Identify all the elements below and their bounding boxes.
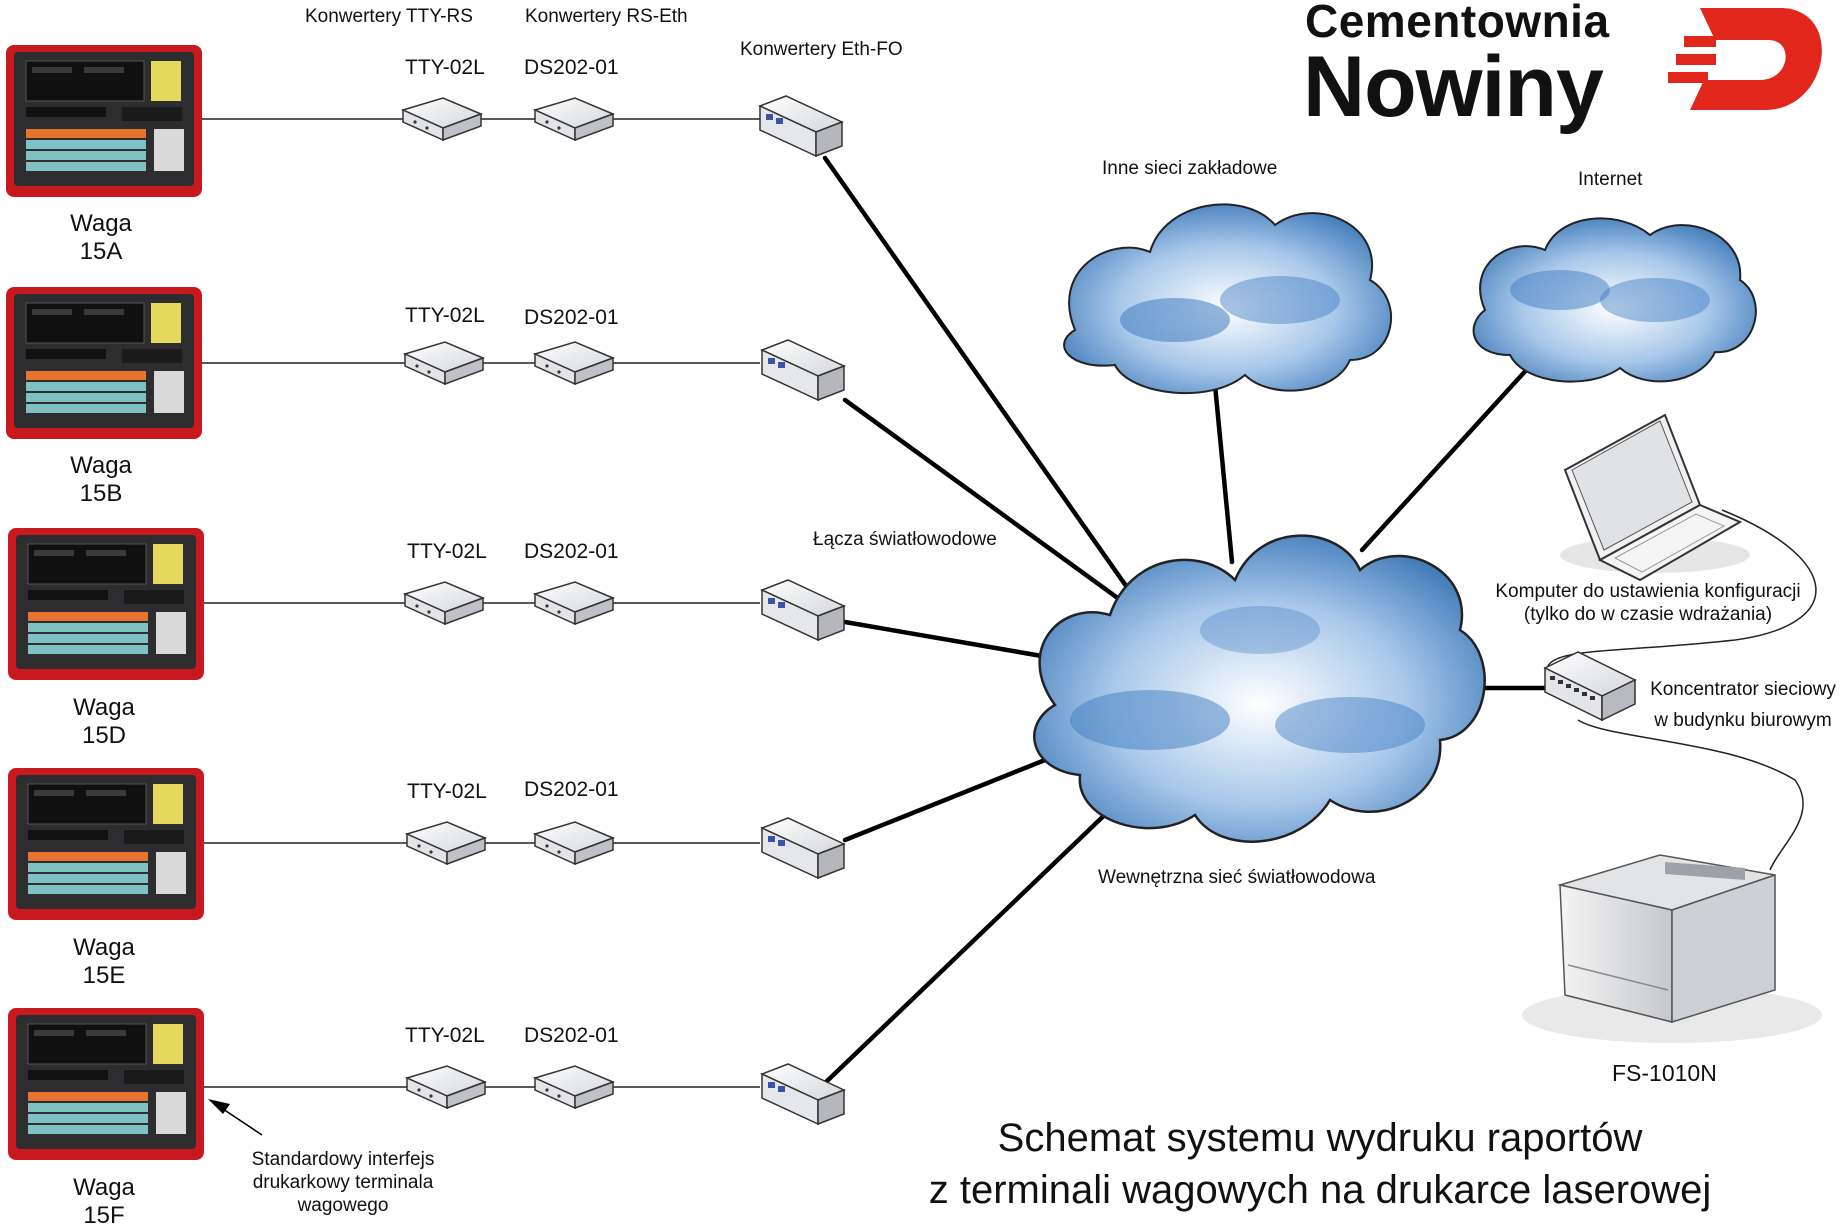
cloud-internet (1472, 217, 1757, 383)
printer-label: FS-1010N (1612, 1060, 1717, 1086)
tty-label-15d: TTY-02L (407, 540, 487, 563)
ds-label-15d: DS202-01 (524, 540, 619, 563)
brand-line-2: Nowiny (1303, 39, 1604, 135)
laser-printer (1522, 854, 1822, 1043)
brand-line-1: Cementownia (1305, 0, 1610, 47)
eth-fo-converter-15d (761, 579, 845, 641)
weighing-terminal-15b (5, 286, 203, 440)
diagram-title: Schemat systemu wydruku raportów z termi… (928, 1116, 1712, 1212)
tty-converter-15d (404, 581, 484, 625)
fiber-lines (822, 155, 1548, 1086)
cloud-internal-network (1033, 534, 1486, 843)
weighing-terminal-15a (5, 44, 203, 198)
fiber-links-label: Łącza światłowodowe (813, 529, 997, 550)
logo-d-icon (1668, 8, 1822, 110)
tty-label-15b: TTY-02L (405, 304, 485, 327)
laptop-label: Komputer do ustawienia konfiguracji(tylk… (1495, 581, 1801, 625)
network-hub (1543, 651, 1637, 722)
ds-label-15a: DS202-01 (524, 56, 619, 79)
internal-network-label: Wewnętrzna sieć światłowodowa (1098, 867, 1376, 888)
eth-fo-converter-15e (761, 817, 845, 879)
header-tty-rs: Konwertery TTY-RS (305, 6, 473, 27)
internet-label: Internet (1578, 169, 1643, 190)
ds-converter-15b (534, 341, 614, 385)
ds-label-15e: DS202-01 (524, 778, 619, 801)
ds-label-15f: DS202-01 (524, 1024, 619, 1047)
cloud-other-networks (1063, 203, 1392, 395)
office-cables (1545, 509, 1817, 871)
other-networks-label: Inne sieci zakładowe (1102, 158, 1278, 179)
weighing-terminal-15e (7, 767, 205, 921)
ds-converter-15d (534, 581, 614, 625)
ds-converter-15f (534, 1065, 614, 1109)
eth-fo-converter-15b (761, 339, 845, 401)
annotation-arrow (208, 1099, 263, 1136)
interface-annotation: Standardowy interfejs drukarkowy termina… (251, 1149, 435, 1216)
ds-label-15b: DS202-01 (524, 306, 619, 329)
header-rs-eth: Konwertery RS-Eth (525, 6, 688, 27)
laptop (1560, 413, 1750, 582)
eth-fo-converter-15f (761, 1063, 845, 1125)
ds-converter-15e (534, 821, 614, 865)
weighing-terminal-15f (7, 1007, 205, 1161)
tty-label-15e: TTY-02L (407, 780, 487, 803)
tty-label-15a: TTY-02L (405, 56, 485, 79)
tty-converter-15e (406, 821, 486, 865)
weighing-terminal-15d (7, 527, 205, 681)
tty-converter-15f (406, 1065, 486, 1109)
ds-converter-15a (534, 97, 614, 141)
tty-label-15f: TTY-02L (405, 1024, 485, 1047)
tty-converter-15b (404, 341, 484, 385)
header-eth-fo: Konwertery Eth-FO (740, 39, 903, 60)
tty-converter-15a (402, 97, 482, 141)
eth-fo-converter-15a (759, 95, 843, 157)
